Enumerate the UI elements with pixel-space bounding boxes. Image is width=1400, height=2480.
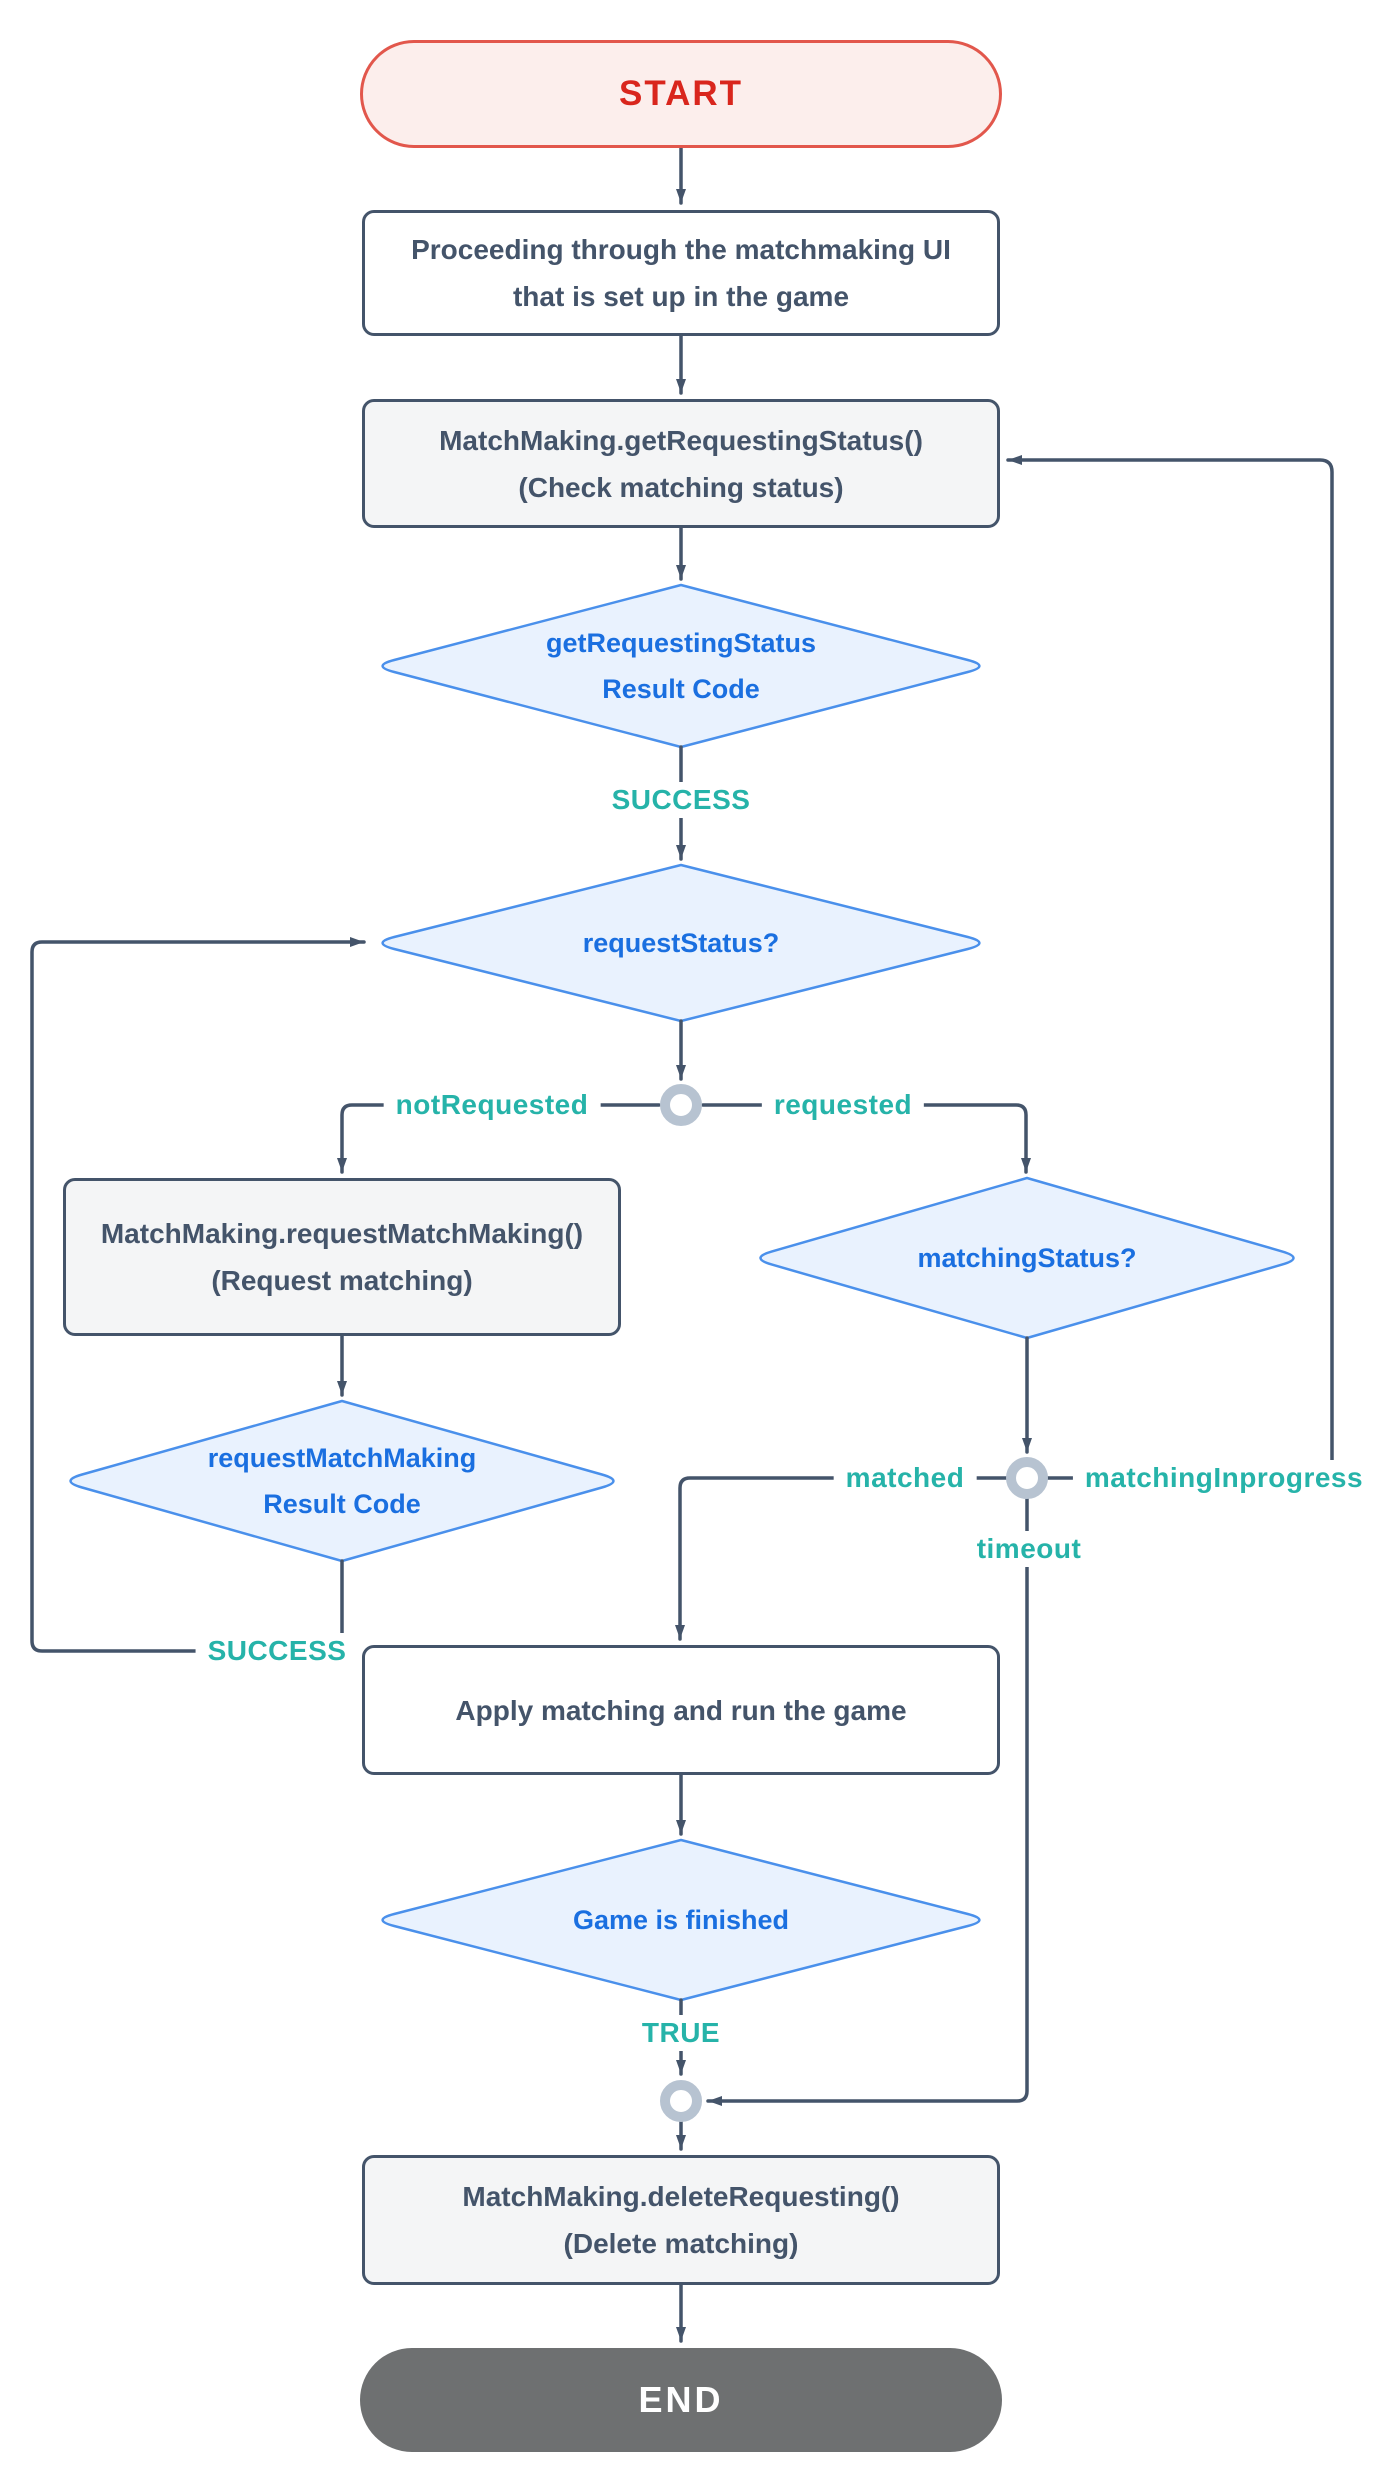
edge-label-matching-inprogress: matchingInprogress [1072,1460,1376,1496]
edge-label-success-left: SUCCESS [195,1633,359,1669]
edge-label-requested: requested [761,1087,925,1123]
edge-label-matched: matched [833,1460,977,1496]
junction-matching-status [1006,1457,1048,1499]
process-proceed-ui-line1: Proceeding through the matchmaking UI [411,234,951,265]
decision-request-status [381,863,981,1023]
delete-requesting-line1: MatchMaking.deleteRequesting() [462,2181,900,2212]
request-status-label: requestStatus? [582,928,780,958]
process-request-matchmaking: MatchMaking.requestMatchMaking() (Reques… [63,1178,621,1336]
junction-finish [660,2080,702,2122]
edge-label-true: TRUE [629,2015,733,2051]
start-terminator: START [360,40,1002,148]
edge-label-success-top: SUCCESS [599,782,763,818]
edge-label-timeout: timeout [964,1531,1094,1567]
get-requesting-status-line2: (Check matching status) [518,471,844,503]
apply-matching-label: Apply matching and run the game [455,1694,907,1726]
decision-request-matchmaking-result [69,1399,615,1563]
decision-game-finished [381,1838,981,2002]
get-requesting-status-line1: MatchMaking.getRequestingStatus() [439,424,923,456]
process-proceed-ui-line2: that is set up in the game [512,281,850,312]
process-delete-requesting: MatchMaking.deleteRequesting() (Delete m… [362,2155,1000,2285]
game-finished-label: Game is finished [572,1905,790,1935]
request-matchmaking-line1: MatchMaking.requestMatchMaking() [100,1218,584,1249]
edge-notrequested [337,1103,661,1174]
edge-matched [675,1476,1008,1641]
edge-label-not-requested: notRequested [383,1087,601,1123]
request-matchmaking-result-label: requestMatchMaking Result Code [207,1443,477,1519]
edge-requested [701,1103,1031,1174]
start-label: START [618,74,744,113]
matching-status-label: matchingStatus? [917,1243,1137,1273]
edge-success-loop-left [30,937,366,1653]
end-label: END [638,2379,724,2420]
junction-request-status [660,1084,702,1126]
process-get-requesting-status: MatchMaking.getRequestingStatus() (Check… [362,399,1000,528]
delete-requesting-line2: (Delete matching) [563,2228,799,2259]
request-matchmaking-line2: (Request matching) [211,1265,473,1296]
end-terminator: END [360,2348,1002,2452]
get-requesting-status-result-label: getRequestingStatus Result Code [545,628,817,704]
edge-timeout [706,1497,1029,2106]
process-apply-matching: Apply matching and run the game [362,1645,1000,1775]
process-proceed-ui: Proceeding through the matchmaking UI th… [362,210,1000,336]
decision-get-requesting-status-result [381,583,981,749]
decision-matching-status [759,1176,1295,1340]
